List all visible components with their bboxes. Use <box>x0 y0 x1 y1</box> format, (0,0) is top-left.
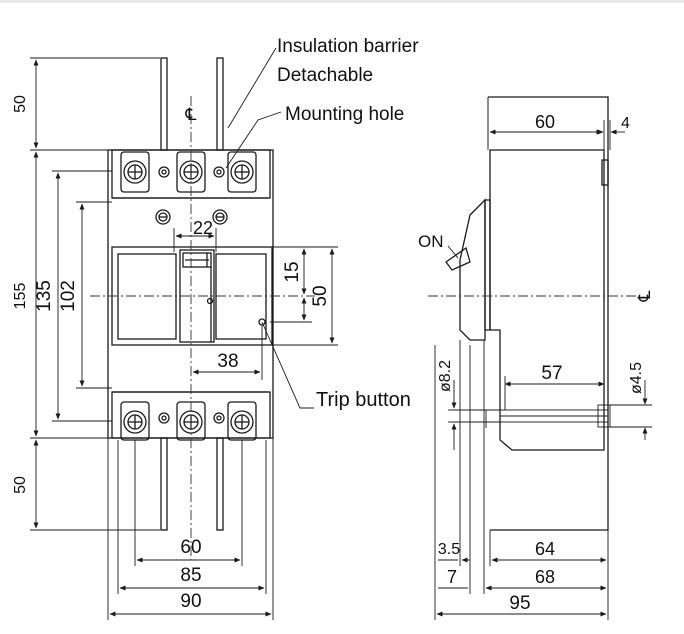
side-view: ℄ ON 60 4 ø8.2 ø4.5 57 <box>418 96 654 620</box>
dim-trip-38: 38 <box>217 351 238 372</box>
dim-pitch-60: 60 <box>180 537 201 558</box>
label-on: ON <box>418 232 444 251</box>
bottom-terminal-screws <box>120 401 257 441</box>
dim-total-height: 155 <box>12 283 29 310</box>
dim-stud-dia: ø4.5 <box>628 362 645 394</box>
dim-height-135: 135 <box>34 280 55 312</box>
dim-height-102: 102 <box>58 280 79 312</box>
dim-side-95: 95 <box>509 593 530 614</box>
dim-window-50: 50 <box>310 285 331 306</box>
dim-side-68: 68 <box>535 567 555 587</box>
toggle-handle <box>182 252 212 268</box>
dim-stud-57: 57 <box>541 363 562 384</box>
top-border <box>0 0 684 3</box>
dim-bottom-barrier: 50 <box>12 476 29 494</box>
dim-width-90: 90 <box>180 591 201 612</box>
mounting-screws <box>155 209 228 225</box>
dim-handle-width: 22 <box>193 218 213 238</box>
label-mounting-hole: Mounting hole <box>285 104 404 125</box>
dim-side-7: 7 <box>447 567 457 587</box>
side-plate <box>488 96 609 531</box>
dim-width-85: 85 <box>180 565 201 586</box>
side-toggle <box>445 246 471 271</box>
dim-side-64: 64 <box>535 539 555 559</box>
label-insulation-barrier: Insulation barrier <box>277 36 419 57</box>
side-handle-boss <box>459 198 486 341</box>
top-terminal-screws <box>120 151 257 193</box>
side-body-outline <box>489 149 605 451</box>
dim-hole-dia: ø8.2 <box>437 360 454 392</box>
dim-side-4: 4 <box>621 115 630 132</box>
dim-side-60: 60 <box>535 112 555 132</box>
dim-side-3-5: 3.5 <box>438 541 460 558</box>
dim-top-barrier: 50 <box>12 95 29 113</box>
front-view: ℄ 50 155 50 135 102 22 15 50 <box>12 47 338 620</box>
front-body-outline <box>107 149 274 439</box>
label-trip-button: Trip button <box>316 389 411 411</box>
insulation-barriers <box>160 57 224 531</box>
side-centerline-mark: ℄ <box>635 290 654 302</box>
label-detachable: Detachable <box>277 65 373 86</box>
front-centerline-mark: ℄ <box>185 105 197 124</box>
dim-window-15: 15 <box>282 261 303 282</box>
